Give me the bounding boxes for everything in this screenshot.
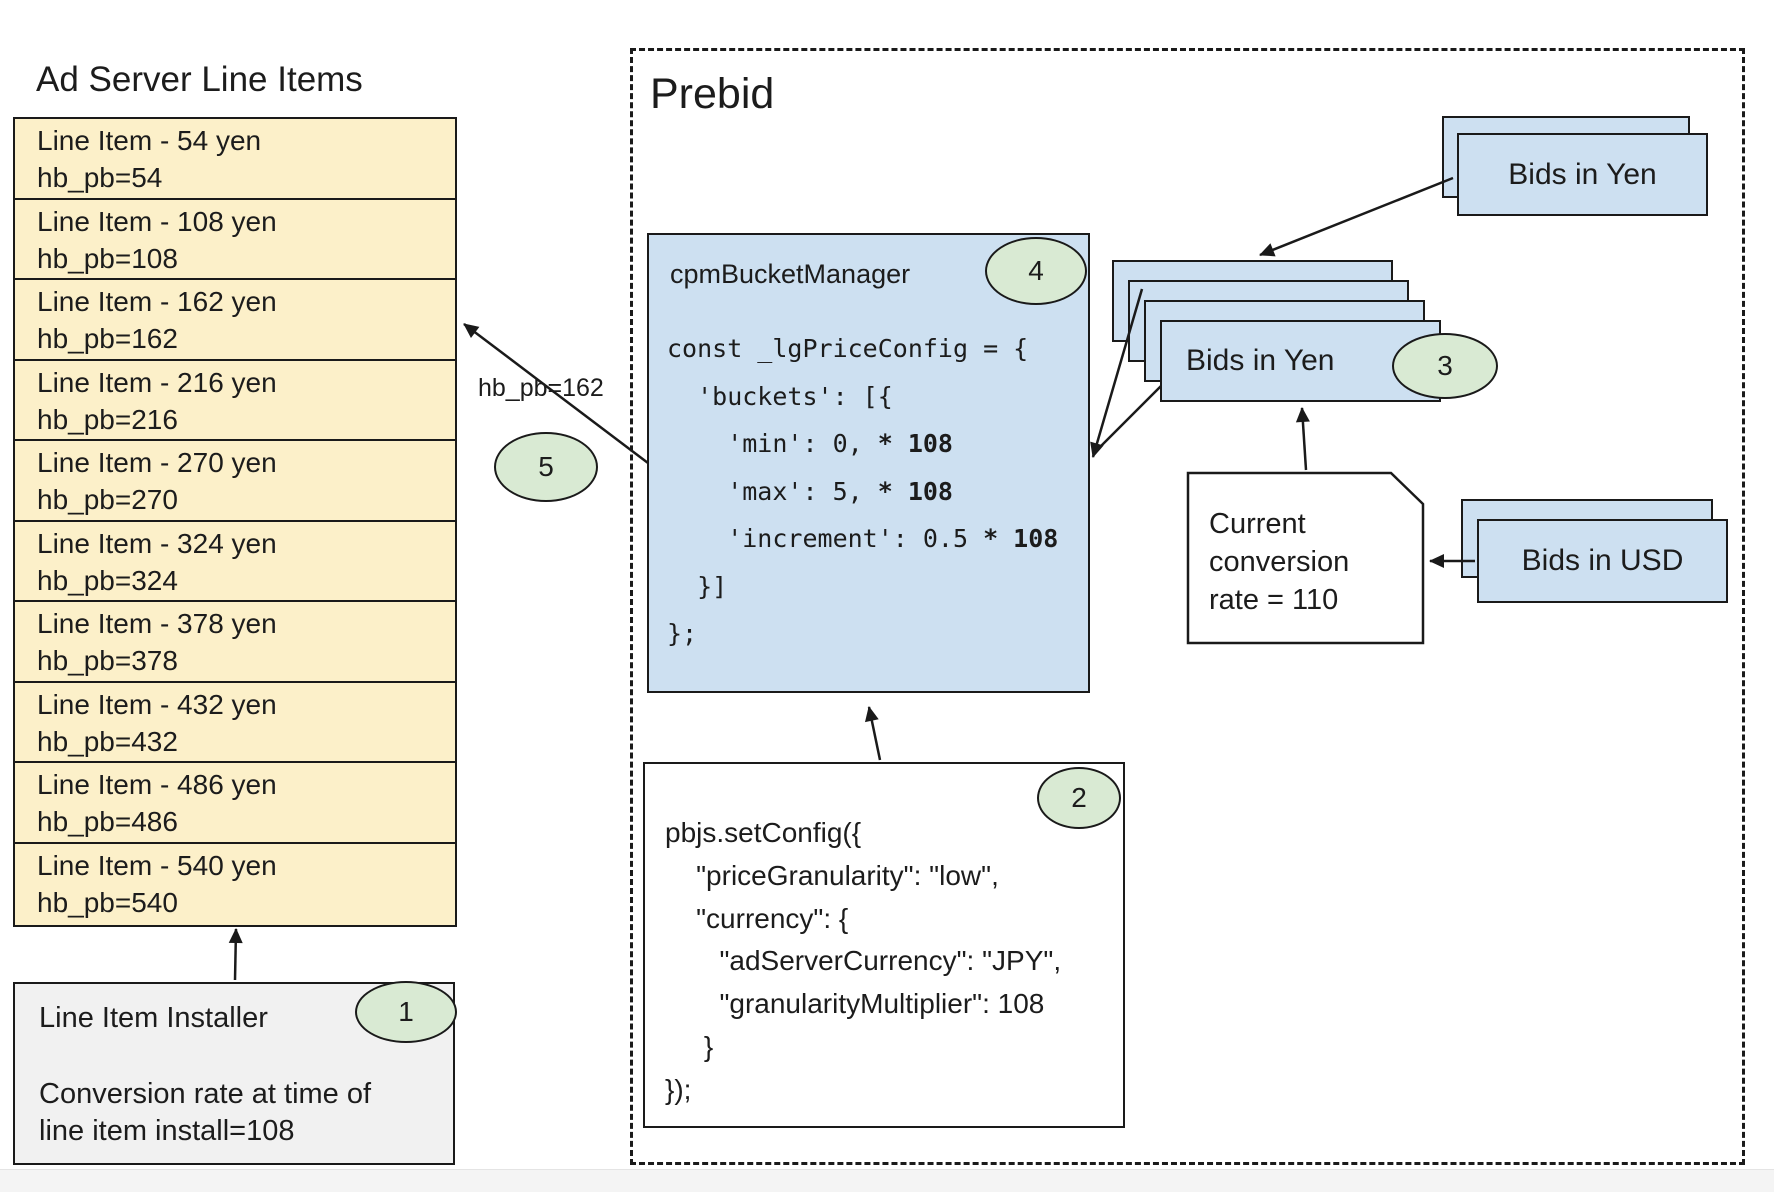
- line-item-row: Line Item - 486 yen hb_pb=486: [15, 763, 455, 844]
- hb-pb-arrow-label: hb_pb=162: [478, 374, 604, 402]
- code-line: }: [665, 1030, 714, 1062]
- line-item-row: Line Item - 108 yen hb_pb=108: [15, 200, 455, 280]
- code-line: "currency": {: [665, 902, 849, 934]
- prebid-boundary: [630, 48, 1745, 1165]
- line-item-label: Line Item - 108 yen: [37, 205, 277, 237]
- line-item-label: Line Item - 270 yen: [37, 447, 277, 478]
- line-item-kv: hb_pb=540: [37, 886, 178, 918]
- line-item-row: Line Item - 54 yen hb_pb=54: [15, 119, 455, 200]
- line-item-label: Line Item - 324 yen: [37, 527, 277, 559]
- conversion-rate-note: Current conversion rate = 110: [1209, 508, 1350, 616]
- code-line: 'increment': 0.5 * 108: [667, 524, 1059, 553]
- step-badge-1: 1: [355, 981, 457, 1043]
- line-item-kv: hb_pb=378: [37, 645, 178, 676]
- code-line: };: [667, 619, 698, 648]
- code-line: 'buckets': [{: [667, 381, 893, 411]
- line-item-label: Line Item - 540 yen: [37, 849, 277, 881]
- line-item-row: Line Item - 270 yen hb_pb=270: [15, 441, 455, 522]
- line-item-kv: hb_pb=432: [37, 725, 178, 757]
- line-item-label: Line Item - 378 yen: [37, 608, 277, 639]
- line-item-label: Line Item - 216 yen: [37, 366, 277, 398]
- code-line: const _lgPriceConfig = {: [667, 334, 1029, 363]
- line-item-row: Line Item - 162 yen hb_pb=162: [15, 280, 455, 361]
- line-item-kv: hb_pb=162: [37, 323, 178, 354]
- line-item-label: Line Item - 486 yen: [37, 769, 277, 800]
- line-item-kv: hb_pb=108: [37, 242, 178, 274]
- line-item-row: Line Item - 540 yen hb_pb=540: [15, 844, 455, 925]
- cpm-bucket-manager-box: cpmBucketManager const _lgPriceConfig = …: [647, 233, 1090, 693]
- line-item-kv: hb_pb=54: [37, 162, 163, 193]
- line-item-kv: hb_pb=270: [37, 484, 178, 515]
- step-badge-2: 2: [1037, 767, 1121, 829]
- code-line: });: [665, 1073, 692, 1105]
- code-line: "priceGranularity": "low",: [665, 859, 999, 891]
- bids-in-yen-stack-front-card: Bids in Yen: [1160, 320, 1441, 402]
- line-item-label: Line Item - 54 yen: [37, 125, 262, 156]
- code-line: "adServerCurrency": "JPY",: [665, 945, 1062, 977]
- line-item-row: Line Item - 378 yen hb_pb=378: [15, 602, 455, 683]
- line-item-kv: hb_pb=216: [37, 403, 178, 435]
- arrow-installer-to-table: [228, 928, 243, 981]
- line-items-table: Line Item - 54 yen hb_pb=54 Line Item - …: [13, 117, 457, 927]
- line-item-row: Line Item - 216 yen hb_pb=216: [15, 361, 455, 441]
- ad-server-title: Ad Server Line Items: [36, 60, 363, 99]
- step-badge-3: 3: [1392, 333, 1498, 399]
- code-line: 'max': 5, * 108: [667, 476, 953, 506]
- cpm-bucket-manager-label: cpmBucketManager: [670, 259, 911, 289]
- bids-in-usd-card: Bids in USD: [1477, 519, 1728, 603]
- set-config-code: pbjs.setConfig({ "priceGranularity": "lo…: [665, 812, 1061, 1112]
- line-item-label: Line Item - 432 yen: [37, 688, 277, 720]
- bids-in-yen-top-card: Bids in Yen: [1457, 133, 1708, 216]
- line-item-row: Line Item - 432 yen hb_pb=432: [15, 683, 455, 763]
- installer-title: Line Item Installer: [39, 1002, 268, 1034]
- line-item-row: Line Item - 324 yen hb_pb=324: [15, 522, 455, 602]
- code-line: 'min': 0, * 108: [667, 429, 953, 458]
- set-config-box: pbjs.setConfig({ "priceGranularity": "lo…: [643, 762, 1125, 1128]
- step-badge-5: 5: [494, 432, 598, 502]
- prebid-title: Prebid: [650, 70, 775, 118]
- installer-note: Conversion rate at time of line item ins…: [39, 1078, 372, 1147]
- bottom-strip: [0, 1169, 1774, 1192]
- line-item-kv: hb_pb=324: [37, 564, 178, 596]
- step-badge-4: 4: [985, 237, 1087, 305]
- line-item-label: Line Item - 162 yen: [37, 286, 277, 317]
- line-item-kv: hb_pb=486: [37, 806, 178, 837]
- code-line: pbjs.setConfig({: [665, 817, 862, 848]
- code-line: "granularityMultiplier": 108: [665, 988, 1045, 1020]
- code-line: }]: [667, 571, 728, 601]
- price-config-code: const _lgPriceConfig = { 'buckets': [{ '…: [667, 325, 1058, 658]
